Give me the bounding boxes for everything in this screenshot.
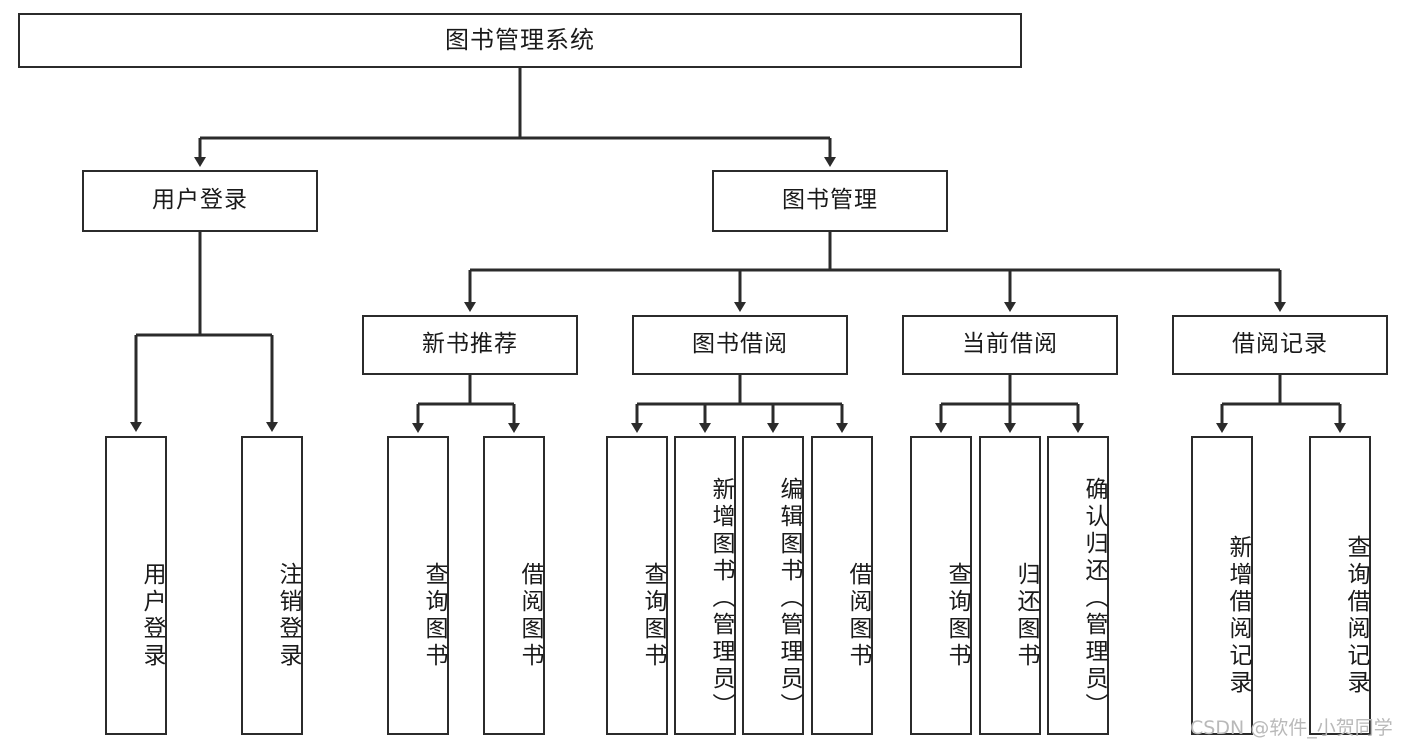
leaf-query-book-current[interactable]: 查询图书 — [910, 436, 972, 735]
node-user-login[interactable]: 用户登录 — [82, 170, 318, 232]
leaf-borrow-book-recommend[interactable]: 借阅图书 — [483, 436, 545, 735]
leaf-query-borrow-record[interactable]: 查询借阅记录 — [1309, 436, 1371, 735]
node-new-book-recommend[interactable]: 新书推荐 — [362, 315, 578, 375]
node-borrow-record[interactable]: 借阅记录 — [1172, 315, 1388, 375]
leaf-user-login[interactable]: 用户登录 — [105, 436, 167, 735]
csdn-watermark: CSDN @软件_小贺同学 — [1190, 717, 1393, 739]
node-current-borrow[interactable]: 当前借阅 — [902, 315, 1118, 375]
leaf-add-borrow-record[interactable]: 新增借阅记录 — [1191, 436, 1253, 735]
leaf-return-book[interactable]: 归还图书 — [979, 436, 1041, 735]
node-book-borrow[interactable]: 图书借阅 — [632, 315, 848, 375]
leaf-logout[interactable]: 注销登录 — [241, 436, 303, 735]
leaf-query-book-borrow[interactable]: 查询图书 — [606, 436, 668, 735]
leaf-edit-book-admin[interactable]: 编辑图书（管理员） — [742, 436, 804, 735]
leaf-query-book-recommend[interactable]: 查询图书 — [387, 436, 449, 735]
leaf-add-book-admin[interactable]: 新增图书（管理员） — [674, 436, 736, 735]
node-root-system[interactable]: 图书管理系统 — [18, 13, 1022, 68]
leaf-borrow-book[interactable]: 借阅图书 — [811, 436, 873, 735]
leaf-confirm-return-admin[interactable]: 确认归还（管理员） — [1047, 436, 1109, 735]
node-book-management[interactable]: 图书管理 — [712, 170, 948, 232]
